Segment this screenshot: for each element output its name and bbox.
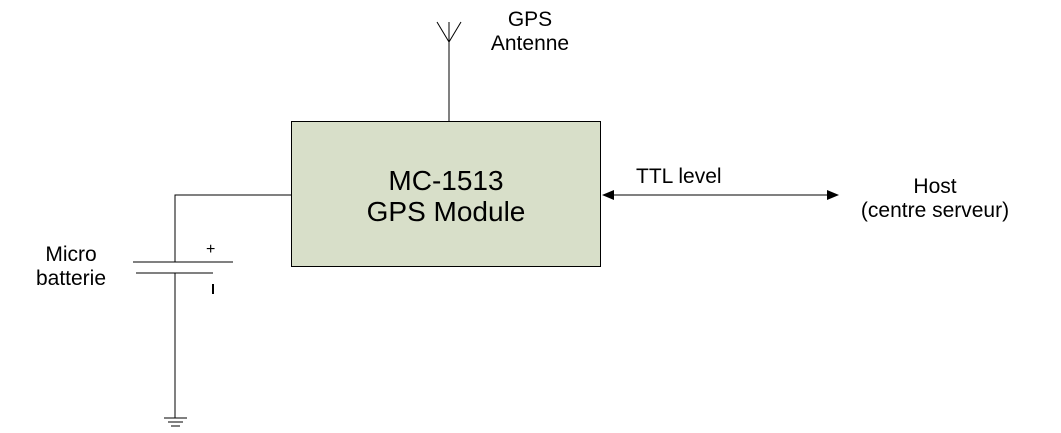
- antenna-icon: [436, 21, 462, 121]
- ttl-level-label: TTL level: [636, 165, 722, 188]
- battery-label-line1: Micro: [45, 243, 97, 266]
- battery-plus-sign: +: [206, 241, 216, 258]
- ground-icon: [164, 417, 187, 427]
- battery-label: Micro batterie: [14, 243, 128, 291]
- antenna-label-line2: Antenne: [490, 32, 570, 55]
- battery-wire-top: [174, 194, 291, 262]
- battery-icon: [133, 261, 233, 274]
- battery-minus-sign: [212, 284, 214, 294]
- gps-module-box: MC-1513 GPS Module: [291, 121, 601, 267]
- double-arrow-icon: [602, 190, 839, 200]
- host-label: Host (centre serveur): [812, 175, 1058, 223]
- gps-module-label-line1: MC-1513: [388, 165, 504, 196]
- host-label-line1: Host: [913, 175, 957, 198]
- gps-module-label: MC-1513 GPS Module: [367, 165, 526, 227]
- antenna-label-line1: GPS: [507, 8, 553, 31]
- host-label-line2: (centre serveur): [860, 199, 1010, 222]
- antenna-label: GPS Antenne: [480, 8, 580, 56]
- battery-label-line2: batterie: [35, 267, 107, 290]
- gps-module-label-line2: GPS Module: [366, 196, 526, 227]
